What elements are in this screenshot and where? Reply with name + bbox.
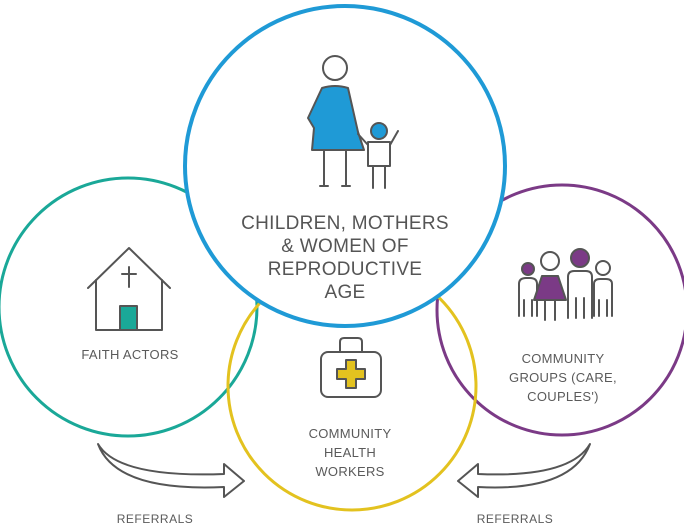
center-label-line: & WOMEN OF [281,236,409,257]
medical-kit-icon [320,337,382,398]
referral-arrow-left [97,443,245,498]
chw-label-line: COMMUNITY [308,426,392,441]
groups-label-line: COMMUNITY [521,351,605,366]
center-node-label: CHILDREN, MOTHERS & WOMEN OF REPRODUCTIV… [220,212,470,304]
center-label-line: REPRODUCTIVE [267,259,423,280]
chw-node-label: COMMUNITY HEALTH WORKERS [270,424,430,481]
groups-label-line: COUPLES') [527,389,599,404]
church-icon [87,247,171,331]
faith-label-line: FAITH ACTORS [81,347,179,362]
chw-label-line: WORKERS [315,464,385,479]
center-label-line: AGE [324,282,366,303]
family-group-icon [518,248,613,321]
mother-child-icon [307,55,399,189]
faith-node-label: FAITH ACTORS [40,347,220,362]
groups-circle [435,183,684,437]
chw-label-line: HEALTH [323,445,377,460]
groups-node-label: COMMUNITY GROUPS (CARE, COUPLES') [478,349,648,406]
groups-label-line: GROUPS (CARE, [509,370,617,385]
referrals-label-left: REFERRALS [116,512,194,526]
referral-arrow-right [457,443,591,498]
referrals-label-right: REFERRALS [476,512,554,526]
center-label-line: CHILDREN, MOTHERS [241,213,449,234]
